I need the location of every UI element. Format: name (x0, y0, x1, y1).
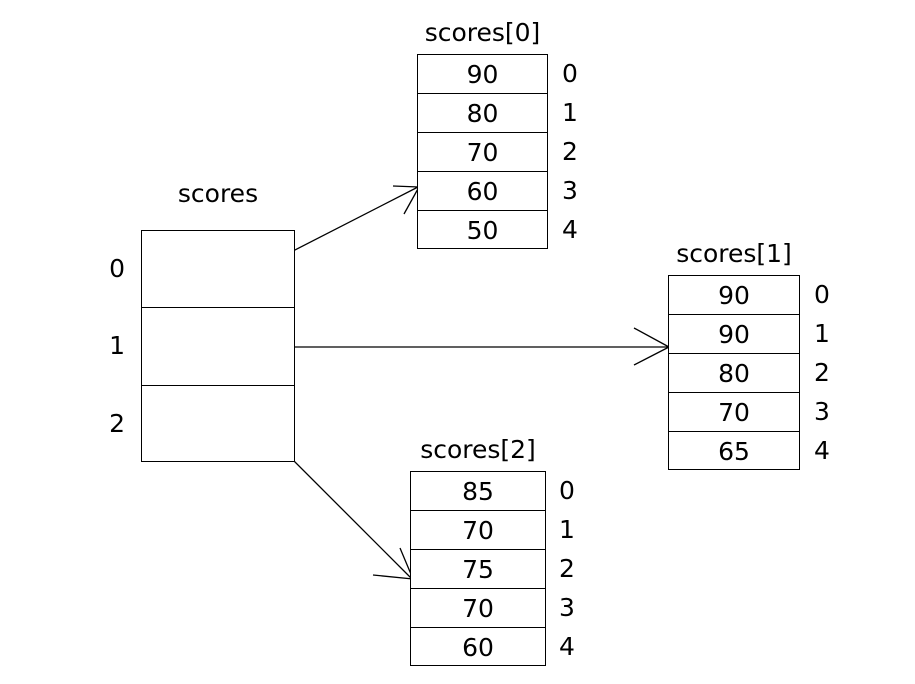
pointer-cell-1[interactable] (142, 308, 294, 386)
row2-index-4: 4 (559, 632, 575, 661)
row0-box: 90 80 70 60 50 (417, 54, 548, 249)
row1-title: scores[1] (676, 239, 792, 268)
row1-index-3: 3 (814, 397, 830, 426)
row1-cell-0[interactable]: 90 (669, 276, 799, 315)
row2-index-0: 0 (559, 476, 575, 505)
row0-index-0: 0 (562, 59, 578, 88)
row2-cell-2[interactable]: 75 (411, 550, 545, 589)
pointer-index-1: 1 (109, 331, 125, 361)
row2-index-2: 2 (559, 554, 575, 583)
row1-cell-3[interactable]: 70 (669, 393, 799, 432)
row2-cell-4[interactable]: 60 (462, 633, 494, 662)
row0-title: scores[0] (424, 18, 541, 47)
pointer-index-0: 0 (109, 254, 125, 284)
pointer-index-2: 2 (109, 408, 125, 438)
row0-index-3: 3 (562, 176, 578, 205)
row1-cell-4[interactable]: 65 (718, 437, 750, 466)
row0-cell-2[interactable]: 70 (418, 133, 547, 172)
pointer-cell-0[interactable] (142, 231, 294, 309)
row2-index-3: 3 (559, 593, 575, 622)
row1-box: 90 90 80 70 65 (668, 275, 800, 470)
row2-index-column: 0 1 2 3 4 (559, 471, 599, 666)
row0-cell-3[interactable]: 60 (418, 172, 547, 211)
row0-cell-0[interactable]: 90 (418, 55, 547, 94)
row1-cell-1[interactable]: 90 (669, 315, 799, 354)
row1-index-2: 2 (814, 358, 830, 387)
row0-index-1: 1 (562, 98, 578, 127)
row2-title: scores[2] (420, 435, 536, 464)
row0-cell-4[interactable]: 50 (466, 216, 499, 245)
row1-index-1: 1 (814, 319, 830, 348)
arrow-scores1 (250, 327, 670, 366)
pointer-array-title: scores (177, 179, 259, 208)
row1-cell-2[interactable]: 80 (669, 354, 799, 393)
row1-index-column: 0 1 2 3 4 (814, 275, 854, 470)
pointer-cell-2[interactable] (142, 386, 294, 463)
row2-cell-3[interactable]: 70 (411, 589, 545, 628)
row0-cell-1[interactable]: 80 (418, 94, 547, 133)
row2-index-1: 1 (559, 515, 575, 544)
pointer-array-box (141, 230, 295, 462)
row1-index-0: 0 (814, 280, 830, 309)
row0-index-4: 4 (562, 215, 578, 244)
row0-index-column: 0 1 2 3 4 (562, 54, 602, 249)
row2-cell-1[interactable]: 70 (411, 511, 545, 550)
row2-cell-0[interactable]: 85 (411, 472, 545, 511)
row0-index-2: 2 (562, 137, 578, 166)
row2-box: 85 70 75 70 60 (410, 471, 546, 666)
pointer-array-index-column: 0 1 2 (85, 230, 125, 462)
row1-index-4: 4 (814, 436, 830, 465)
